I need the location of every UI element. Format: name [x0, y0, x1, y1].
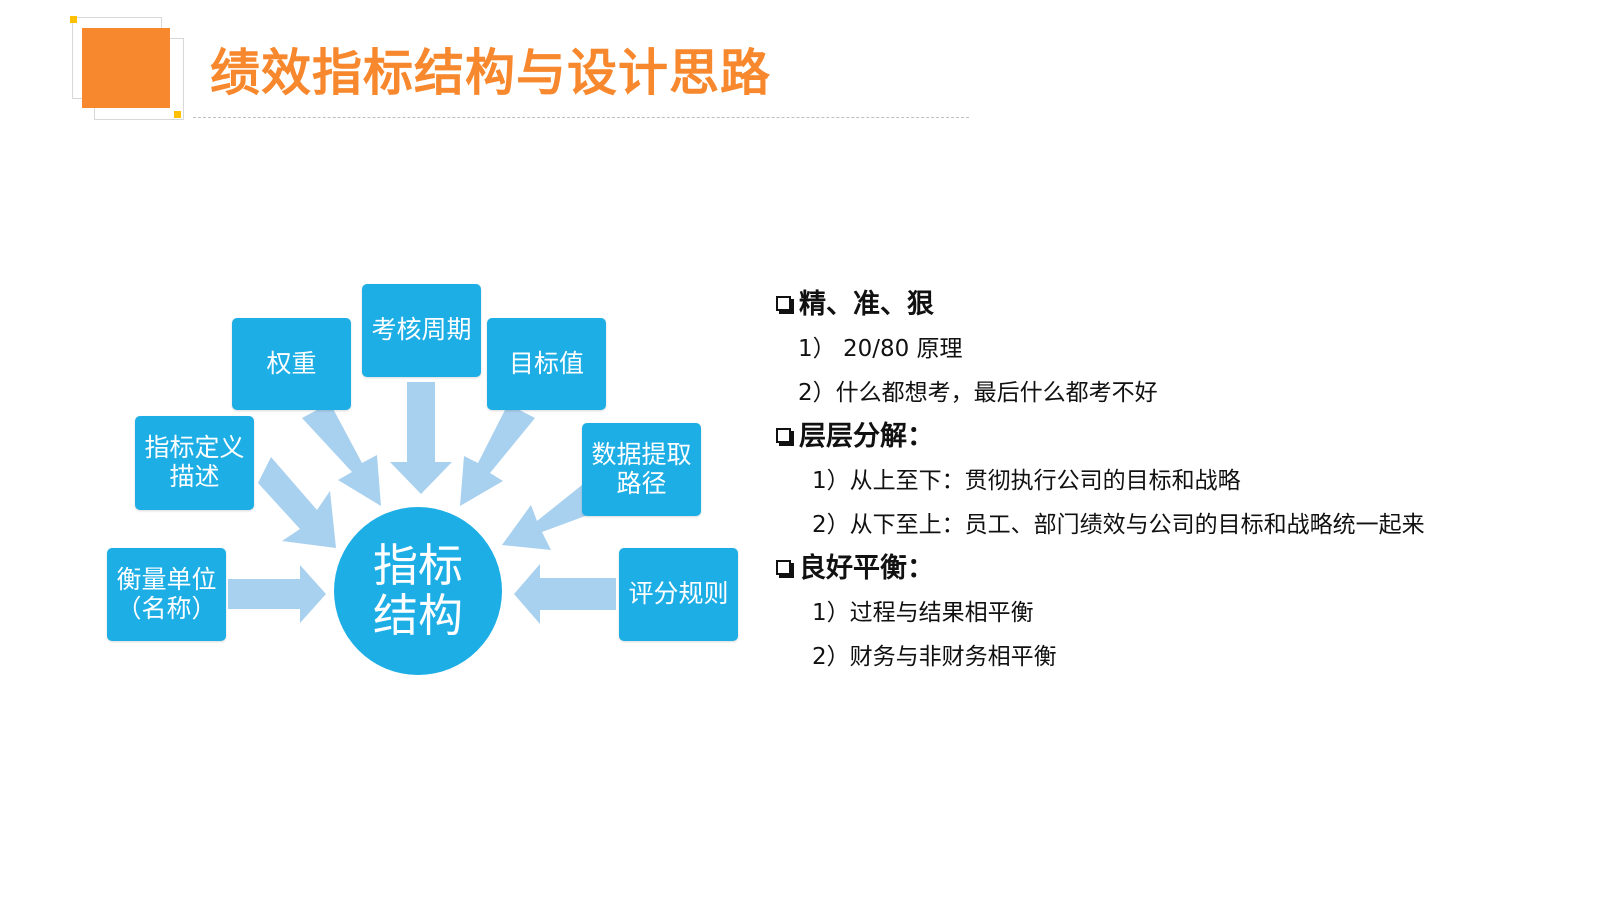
node-review-cycle-label: 考核周期 [371, 315, 472, 345]
header-yellow-dot [174, 111, 181, 118]
section-heading: 精、准、狠 [776, 283, 1466, 327]
node-data-source-label: 数据提取路径 [591, 439, 692, 498]
arrow-review-cycle [390, 382, 452, 494]
section-heading-text: 精、准、狠 [799, 289, 934, 320]
node-scoring-label: 评分规则 [628, 579, 729, 609]
arrow-target-value [460, 404, 535, 506]
arrow-data-source [502, 485, 596, 550]
list-item: 2）财务与非财务相平衡 [812, 644, 1057, 670]
node-unit: 衡量单位（名称） [107, 548, 226, 641]
node-definition-label: 指标定义描述 [144, 433, 245, 491]
checkbox-bullet-icon [776, 295, 791, 311]
checkbox-bullet-icon [776, 559, 791, 575]
key-points: 精、准、狠 1） 20/80 原理 2）什么都想考，最后什么都考不好 层层分解：… [776, 283, 1466, 679]
list-item: 2）什么都想考，最后什么都考不好 [798, 380, 1158, 406]
list-item: 2）从下至上：员工、部门绩效与公司的目标和战略统一起来 [812, 512, 1425, 538]
center-node-line1: 指标 [372, 538, 463, 592]
title-divider [193, 117, 969, 118]
header-orange-square [82, 28, 170, 108]
node-review-cycle: 考核周期 [362, 284, 481, 377]
diagram-arrows [228, 382, 616, 624]
node-weight-label: 权重 [266, 348, 317, 378]
section-heading: 良好平衡： [776, 547, 1466, 591]
node-weight: 权重 [232, 318, 351, 410]
node-target-value-label: 目标值 [508, 348, 584, 378]
arrow-weight [302, 403, 381, 506]
node-data-source: 数据提取路径 [582, 423, 701, 516]
node-unit-label: 衡量单位（名称） [116, 564, 217, 623]
node-definition: 指标定义描述 [135, 416, 254, 510]
section-heading: 层层分解： [776, 415, 1466, 459]
node-scoring: 评分规则 [619, 548, 738, 641]
list-item: 1）从上至下：贯彻执行公司的目标和战略 [812, 468, 1241, 494]
checkbox-bullet-icon [776, 427, 791, 443]
list-item: 1）过程与结果相平衡 [812, 600, 1034, 626]
section-heading-text: 良好平衡： [799, 553, 934, 584]
page-title: 绩效指标结构与设计思路 [210, 44, 771, 102]
arrow-unit [228, 565, 326, 623]
node-target-value: 目标值 [487, 318, 606, 410]
header-yellow-dot [70, 16, 77, 23]
section-heading-text: 层层分解： [799, 421, 934, 452]
center-node-indicator-structure: 指标 结构 [334, 507, 502, 675]
arrow-scoring [514, 564, 616, 624]
arrow-definition [258, 457, 336, 548]
center-node-line2: 结构 [372, 589, 463, 642]
list-item: 1） 20/80 原理 [798, 336, 963, 362]
